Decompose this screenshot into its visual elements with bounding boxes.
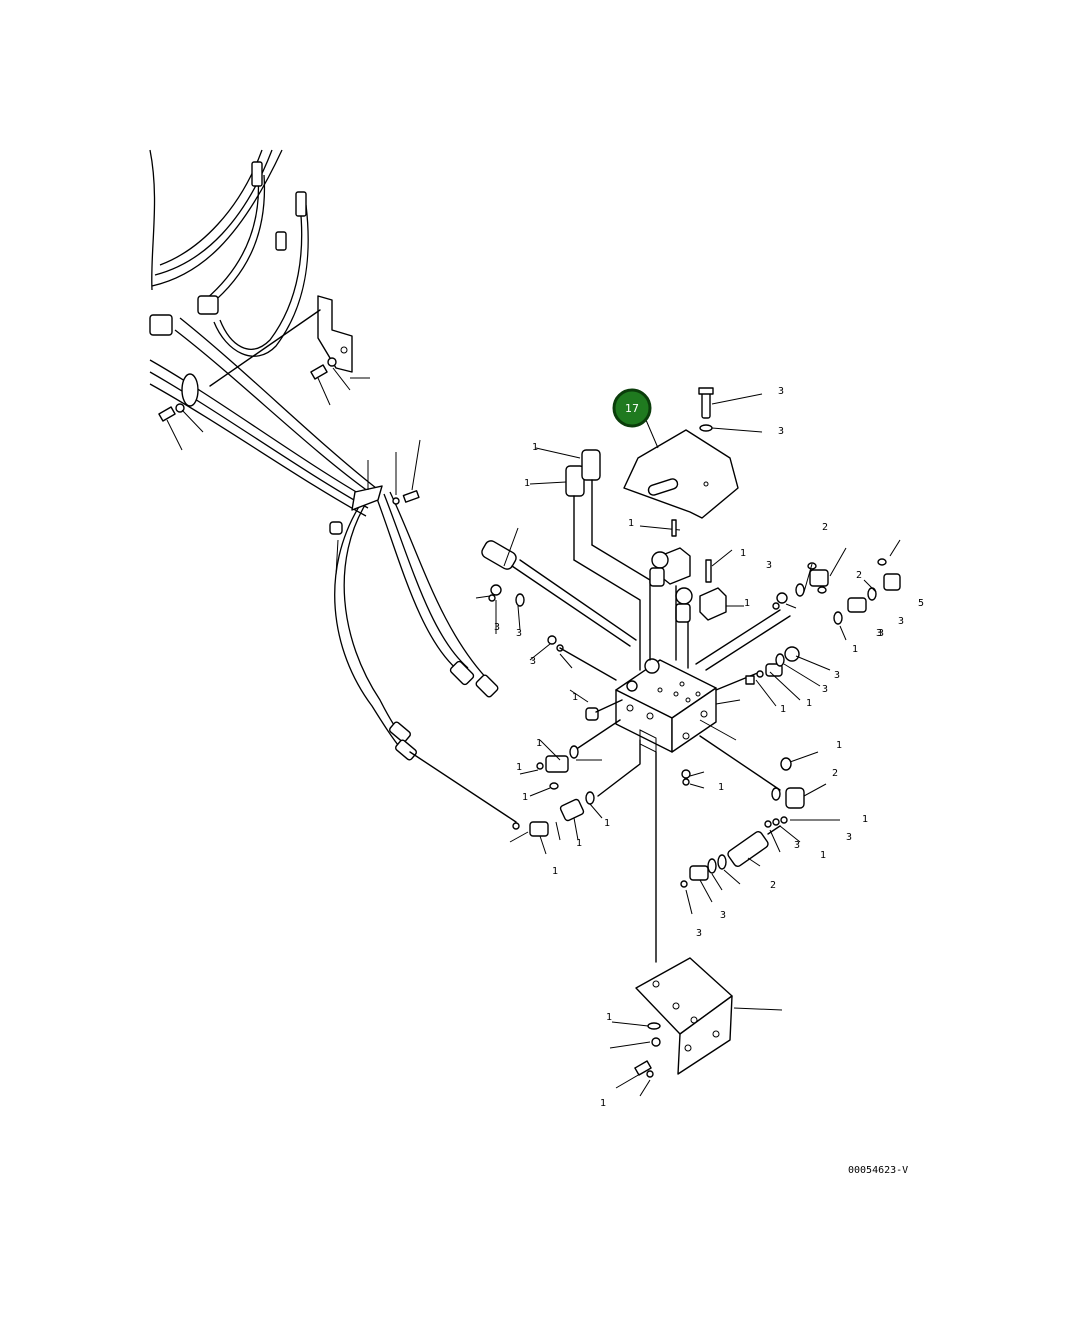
callout-number: 1 [532,442,538,453]
lower-fittings [680,769,781,915]
right-fittings [695,539,901,853]
callout-number: 1 [572,692,578,703]
callout-number: 1 [836,740,842,751]
callout-number: 3 [720,910,726,921]
callout-number: 1 [552,866,558,877]
callout-number: 1 [806,698,812,709]
callout-number: 1 [862,814,868,825]
callout-number: 3 [898,616,904,627]
callout-number: 1 [604,818,610,829]
callout-number: 1 [740,548,746,559]
solenoid-valves [639,519,744,669]
callout-number: 1 [744,598,750,609]
callout-number: 3 [846,832,852,843]
callout-number: 1 [576,838,582,849]
valve-block [615,658,717,753]
callout-number: 2 [832,768,838,779]
callout-number: 3 [876,628,882,639]
left-fittings [409,527,641,855]
callout-number: 3 [794,840,800,851]
callout-number: 3 [778,426,784,437]
callout-number: 2 [856,570,862,581]
plate-bolt [698,387,763,433]
callout-number: 1 [780,704,786,715]
callout-number: 1 [524,478,530,489]
callout-number: 2 [822,522,828,533]
callout-number: 2 [770,880,776,891]
callout-number: 1 [522,792,528,803]
callout-number: 1 [628,518,634,529]
highlight-marker[interactable] [612,388,652,428]
drawing-reference-code: 00054623-V [848,1165,909,1176]
support-bracket [609,751,783,1097]
cover-plate [623,419,739,519]
callout-number: 3 [516,628,522,639]
hose-bundle [149,149,499,761]
callout-number: 1 [852,644,858,655]
callout-number: 1 [718,782,724,793]
hose-bracket [209,295,353,387]
highlight-marker-label: 17 [625,402,639,415]
callout-number: 3 [778,386,784,397]
callout-number: 3 [766,560,772,571]
callout-number: 1 [820,850,826,861]
bundle-bolts [158,357,421,576]
callout-number: 1 [606,1012,612,1023]
callout-number: 3 [494,622,500,633]
callout-number: 1 [536,738,542,749]
callout-number: 3 [696,928,702,939]
callout-number: 1 [516,762,522,773]
callout-number: 3 [822,684,828,695]
callout-number: 3 [878,628,884,639]
callout-number: 5 [918,598,924,609]
callout-number: 3 [834,670,840,681]
callout-number: 1 [600,1098,606,1109]
callout-number: 3 [530,656,536,667]
